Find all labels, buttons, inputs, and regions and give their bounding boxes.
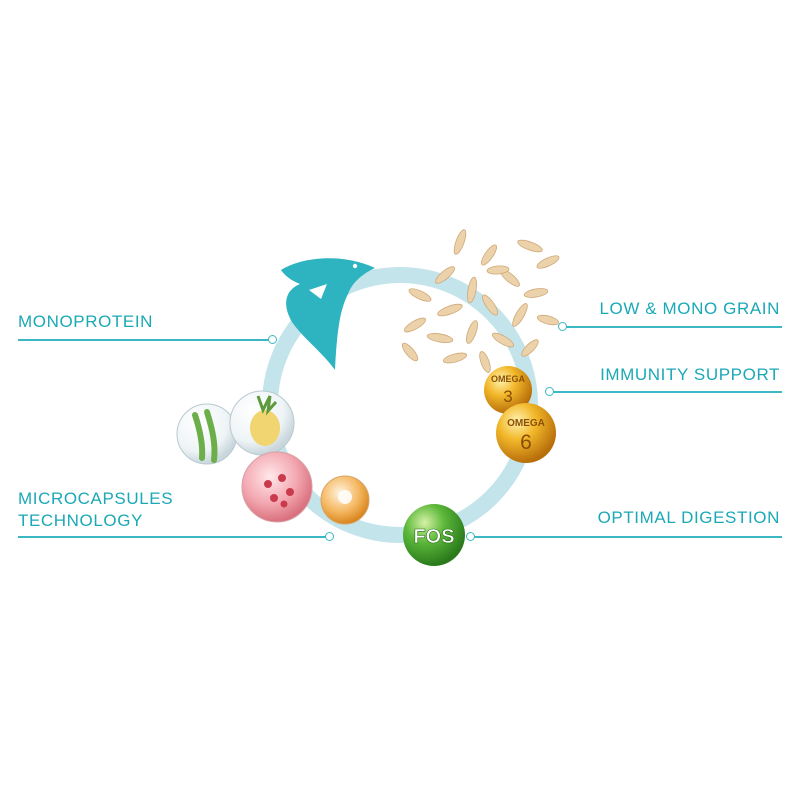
omega-3-word: OMEGA <box>491 374 526 384</box>
fish-icon <box>281 258 375 370</box>
optimal-digestion-connector <box>473 536 782 538</box>
immunity-support-label: IMMUNITY SUPPORT <box>600 365 780 384</box>
omega-6-word: OMEGA <box>507 418 545 429</box>
fos-label: FOS <box>413 526 454 548</box>
monoprotein-connector <box>18 339 273 341</box>
microcapsules-label-line2: TECHNOLOGY <box>18 511 144 530</box>
low-mono-grain-connector <box>565 326 782 328</box>
microcapsules-label: MICROCAPSULES TECHNOLOGY <box>18 488 173 532</box>
immunity-connector <box>553 391 782 393</box>
optimal-digestion-label: OPTIMAL DIGESTION <box>597 508 780 527</box>
omega-6-number: 6 <box>520 431 532 454</box>
omega-3-capsule-icon: OMEGA 3 <box>484 366 532 414</box>
fruit-capsules-icon <box>176 390 370 525</box>
low-mono-grain-connector-dot <box>558 322 567 331</box>
microcapsules-connector <box>18 536 330 538</box>
omega-3-number: 3 <box>503 387 512 406</box>
optimal-digestion-connector-dot <box>466 532 475 541</box>
microcapsules-connector-dot <box>325 532 334 541</box>
microcapsules-label-line1: MICROCAPSULES <box>18 489 174 508</box>
fos-capsule-icon: FOS <box>403 504 465 566</box>
monoprotein-connector-dot <box>268 335 277 344</box>
immunity-connector-dot <box>545 387 554 396</box>
rice-grains-icon <box>401 229 560 373</box>
low-mono-grain-label: LOW & MONO GRAIN <box>599 299 780 318</box>
monoprotein-label: MONOPROTEIN <box>18 312 154 331</box>
omega-6-capsule-icon: OMEGA 6 <box>496 403 556 463</box>
